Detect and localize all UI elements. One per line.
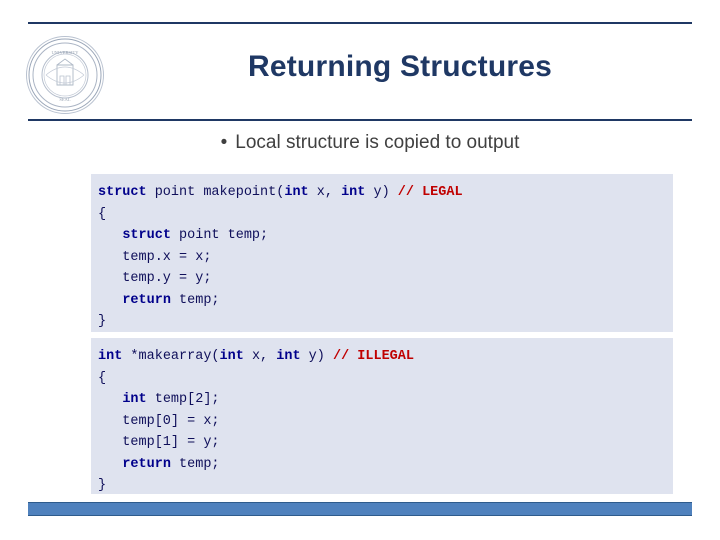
- code-token: [98, 457, 122, 472]
- code-token: int: [284, 185, 309, 200]
- code-token: // LEGAL: [397, 185, 463, 200]
- code-token: int: [98, 349, 123, 364]
- code-token: temp[0] = x;: [98, 413, 220, 429]
- university-seal-icon: UNIVERSITY SEAL: [26, 36, 104, 114]
- code-line: return temp;: [91, 454, 673, 476]
- code-token: int: [341, 185, 366, 200]
- code-token: *makearray(: [122, 349, 220, 364]
- code-line: {: [91, 368, 673, 390]
- code-token: y): [300, 349, 333, 364]
- code-line: struct point makepoint(int x, int y) // …: [91, 182, 673, 204]
- code-line: int temp[2];: [91, 389, 673, 411]
- code-token: y): [365, 185, 398, 200]
- code-token: // ILLEGAL: [332, 349, 414, 364]
- code-token: int: [219, 349, 244, 364]
- code-line: temp.y = y;: [91, 268, 673, 290]
- top-divider: [28, 22, 692, 24]
- code-token: }: [98, 314, 107, 329]
- svg-text:UNIVERSITY: UNIVERSITY: [52, 50, 80, 55]
- code-block-legal: struct point makepoint(int x, int y) // …: [91, 174, 673, 332]
- code-token: temp[1] = y;: [98, 435, 220, 450]
- code-line: temp[0] = x;: [91, 411, 673, 433]
- code-token: int: [122, 392, 147, 407]
- title-divider: [28, 119, 692, 121]
- code-token: temp[2];: [146, 392, 220, 407]
- code-token: temp;: [170, 292, 220, 308]
- code-line: struct point temp;: [91, 225, 673, 247]
- page-title: Returning Structures: [247, 50, 553, 83]
- code-token: temp.y = y;: [98, 271, 212, 286]
- code-line: temp.x = x;: [91, 247, 673, 269]
- code-token: point makepoint(: [146, 185, 285, 200]
- bullet-text: Local structure is copied to output: [235, 132, 520, 153]
- code-line: {: [91, 204, 673, 226]
- code-token: temp.x = x;: [98, 249, 212, 265]
- code-line: int *makearray(int x, int y) // ILLEGAL: [91, 346, 673, 368]
- code-line: return temp;: [91, 290, 673, 312]
- code-token: point temp;: [170, 228, 269, 243]
- code-token: }: [98, 478, 107, 493]
- code-token: return: [122, 456, 171, 472]
- code-token: x,: [308, 185, 342, 200]
- code-token: int: [276, 349, 301, 364]
- code-line: }: [91, 475, 673, 497]
- code-block-illegal: int *makearray(int x, int y) // ILLEGAL{…: [91, 338, 673, 494]
- bullet-marker-icon: •: [220, 132, 228, 153]
- svg-text:SEAL: SEAL: [59, 97, 71, 102]
- code-token: temp;: [170, 456, 220, 472]
- code-line: }: [91, 311, 673, 333]
- code-token: [98, 293, 122, 308]
- code-token: [98, 392, 122, 407]
- code-token: [98, 228, 122, 243]
- bullet-item: • Local structure is copied to output: [100, 132, 640, 154]
- code-line: temp[1] = y;: [91, 432, 673, 454]
- code-token: struct: [98, 185, 147, 200]
- bottom-accent-bar: [28, 502, 692, 516]
- code-token: struct: [122, 228, 171, 243]
- code-token: return: [122, 292, 171, 308]
- code-token: {: [98, 206, 107, 222]
- code-token: {: [98, 370, 107, 386]
- code-token: x,: [243, 349, 277, 364]
